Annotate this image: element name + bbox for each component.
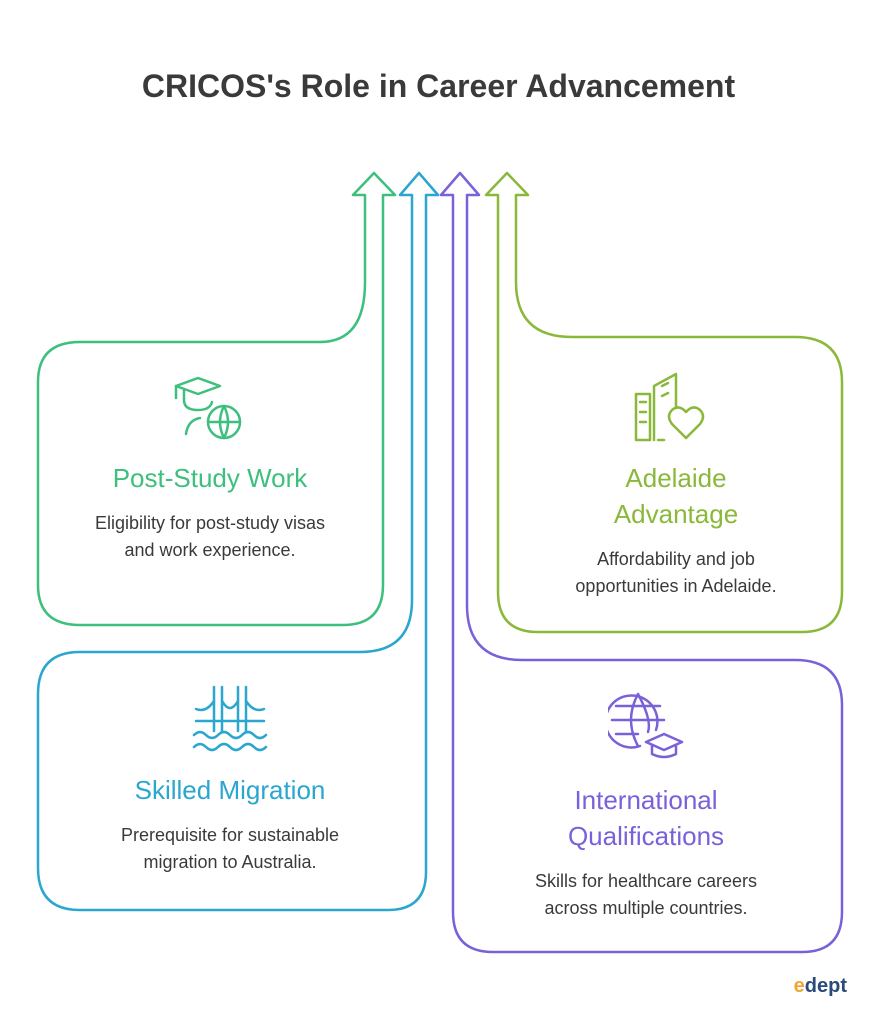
bridge-icon <box>192 685 268 752</box>
adelaide-description: Affordability and job opportunities in A… <box>575 549 777 596</box>
edept-logo: edept <box>794 975 847 998</box>
skilled-description: Prerequisite for sustainable migration t… <box>120 825 340 872</box>
logo-text: dept <box>804 975 847 997</box>
adelaide-title: Adelaide Advantage <box>613 463 739 529</box>
globe-graduation-cap-icon <box>608 692 684 759</box>
international-description: Skills for healthcare careers across mul… <box>534 871 758 918</box>
post-study-text: Post-Study Work Eligibility for post-stu… <box>60 460 360 564</box>
post-study-card <box>36 171 397 627</box>
graduate-globe-icon <box>174 376 242 440</box>
post-study-title: Post-Study Work <box>112 463 308 493</box>
skilled-card <box>36 171 440 912</box>
adelaide-text: Adelaide Advantage Affordability and job… <box>530 460 822 600</box>
logo-mark: e <box>793 975 805 997</box>
city-heart-icon <box>634 372 705 442</box>
skilled-text: Skilled Migration Prerequisite for susta… <box>60 772 400 876</box>
skilled-title: Skilled Migration <box>134 775 326 805</box>
international-title: International Qualifications <box>567 785 725 851</box>
international-card <box>439 171 844 954</box>
adelaide-card <box>484 171 844 634</box>
post-study-description: Eligibility for post-study visas and wor… <box>94 513 326 560</box>
international-text: International Qualifications Skills for … <box>486 782 806 922</box>
page-title: CRICOS's Role in Career Advancement <box>141 68 736 104</box>
